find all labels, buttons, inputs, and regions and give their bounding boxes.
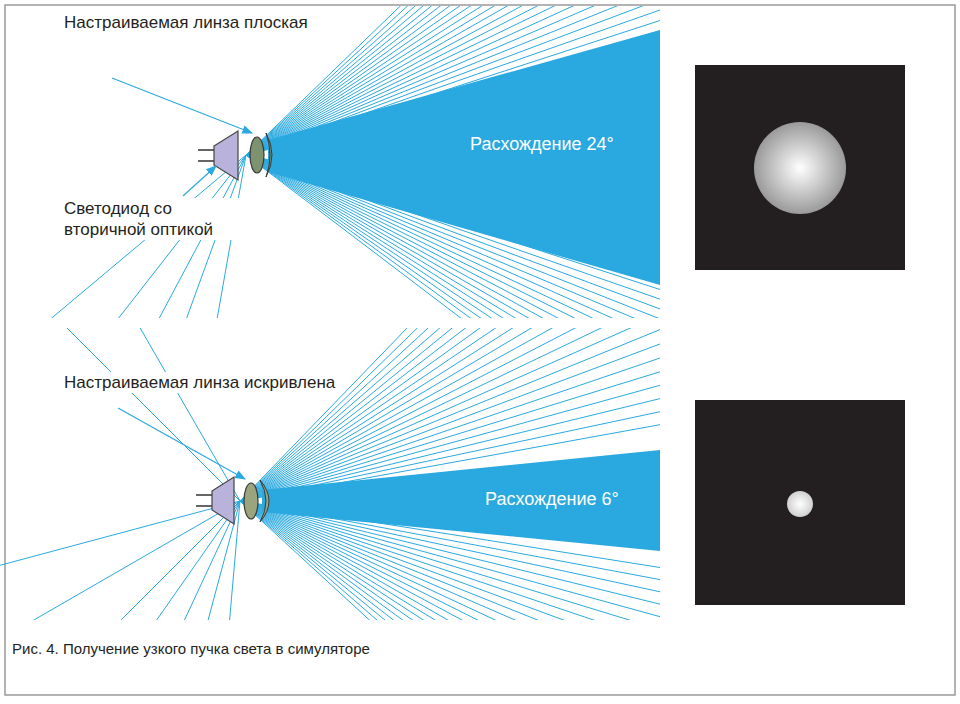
projection-screen xyxy=(695,65,905,270)
light-spot xyxy=(787,491,813,517)
light-ray xyxy=(7,501,240,620)
light-ray xyxy=(0,328,240,501)
figure-caption: Рис. 4. Получение узкого пучка света в с… xyxy=(12,640,370,657)
light-spot xyxy=(754,122,846,214)
leader-arrow xyxy=(118,408,245,479)
light-ray xyxy=(0,501,240,620)
light-ray xyxy=(0,501,240,620)
divergence-label: Расхождение 24° xyxy=(470,134,614,155)
light-ray xyxy=(0,501,240,620)
part-label: Настраиваемая линза плоская xyxy=(62,12,310,33)
ray-fan xyxy=(0,6,660,318)
light-ray xyxy=(0,501,240,620)
frame xyxy=(5,5,955,695)
leader-arrow xyxy=(112,78,252,133)
divergence-label: Расхождение 6° xyxy=(485,489,619,510)
ray-fan xyxy=(0,328,660,620)
projection-screen xyxy=(695,400,905,605)
leader-arrow xyxy=(183,166,216,196)
part-label: Светодиод со вторичной оптикой xyxy=(62,198,256,240)
light-beam xyxy=(268,30,660,285)
light-ray xyxy=(0,328,240,501)
light-beam xyxy=(262,450,660,551)
led-assembly xyxy=(196,477,269,524)
part-label: Настраиваемая линза искривлена xyxy=(62,372,337,393)
light-ray xyxy=(0,501,240,620)
